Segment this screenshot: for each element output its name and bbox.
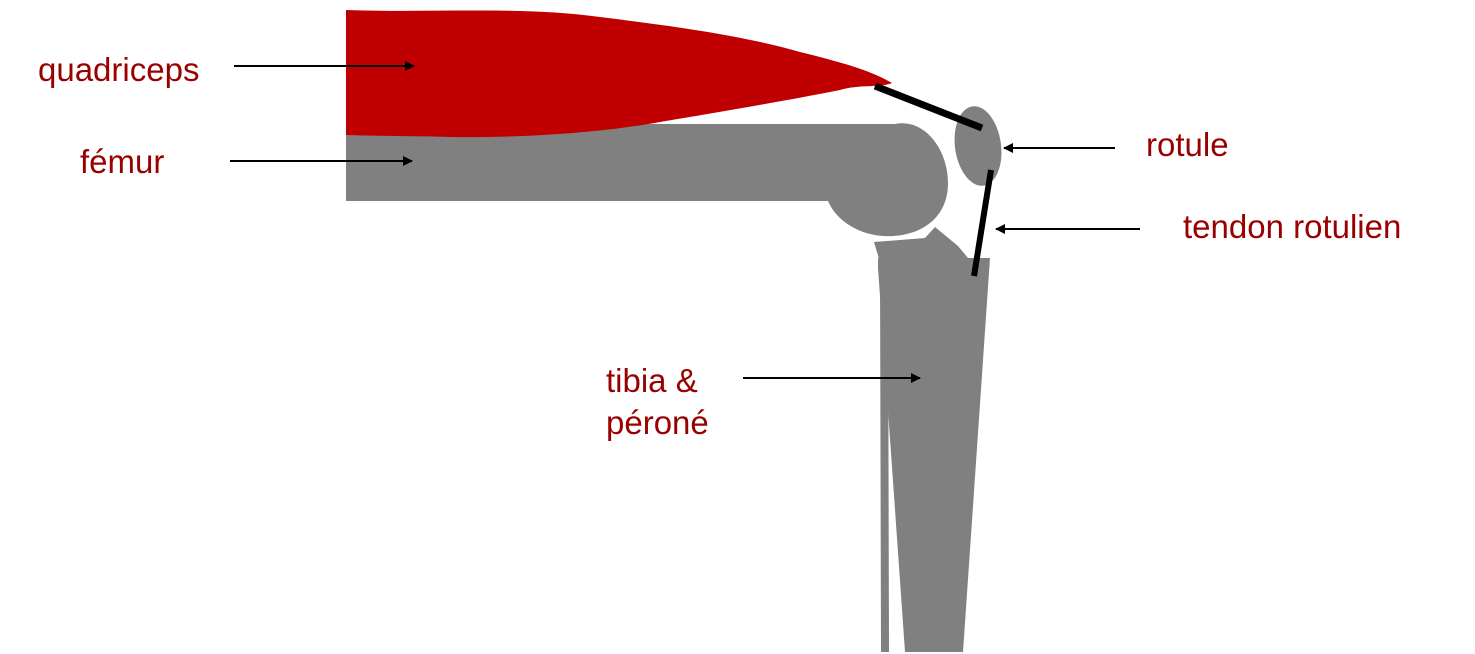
quadriceps-muscle xyxy=(346,10,892,137)
label-femur: fémur xyxy=(80,141,164,183)
label-tibia-line1: tibia & xyxy=(606,362,698,399)
quadriceps-tendon xyxy=(875,86,982,128)
label-quadriceps: quadriceps xyxy=(38,49,199,91)
label-tendon-rotulien: tendon rotulien xyxy=(1183,206,1401,248)
label-rotule: rotule xyxy=(1146,124,1229,166)
label-tibia-perone: tibia & péroné xyxy=(606,360,709,444)
tibia-bone xyxy=(878,258,990,652)
label-tibia-line2: péroné xyxy=(606,402,709,444)
fibula-bone xyxy=(880,262,889,652)
